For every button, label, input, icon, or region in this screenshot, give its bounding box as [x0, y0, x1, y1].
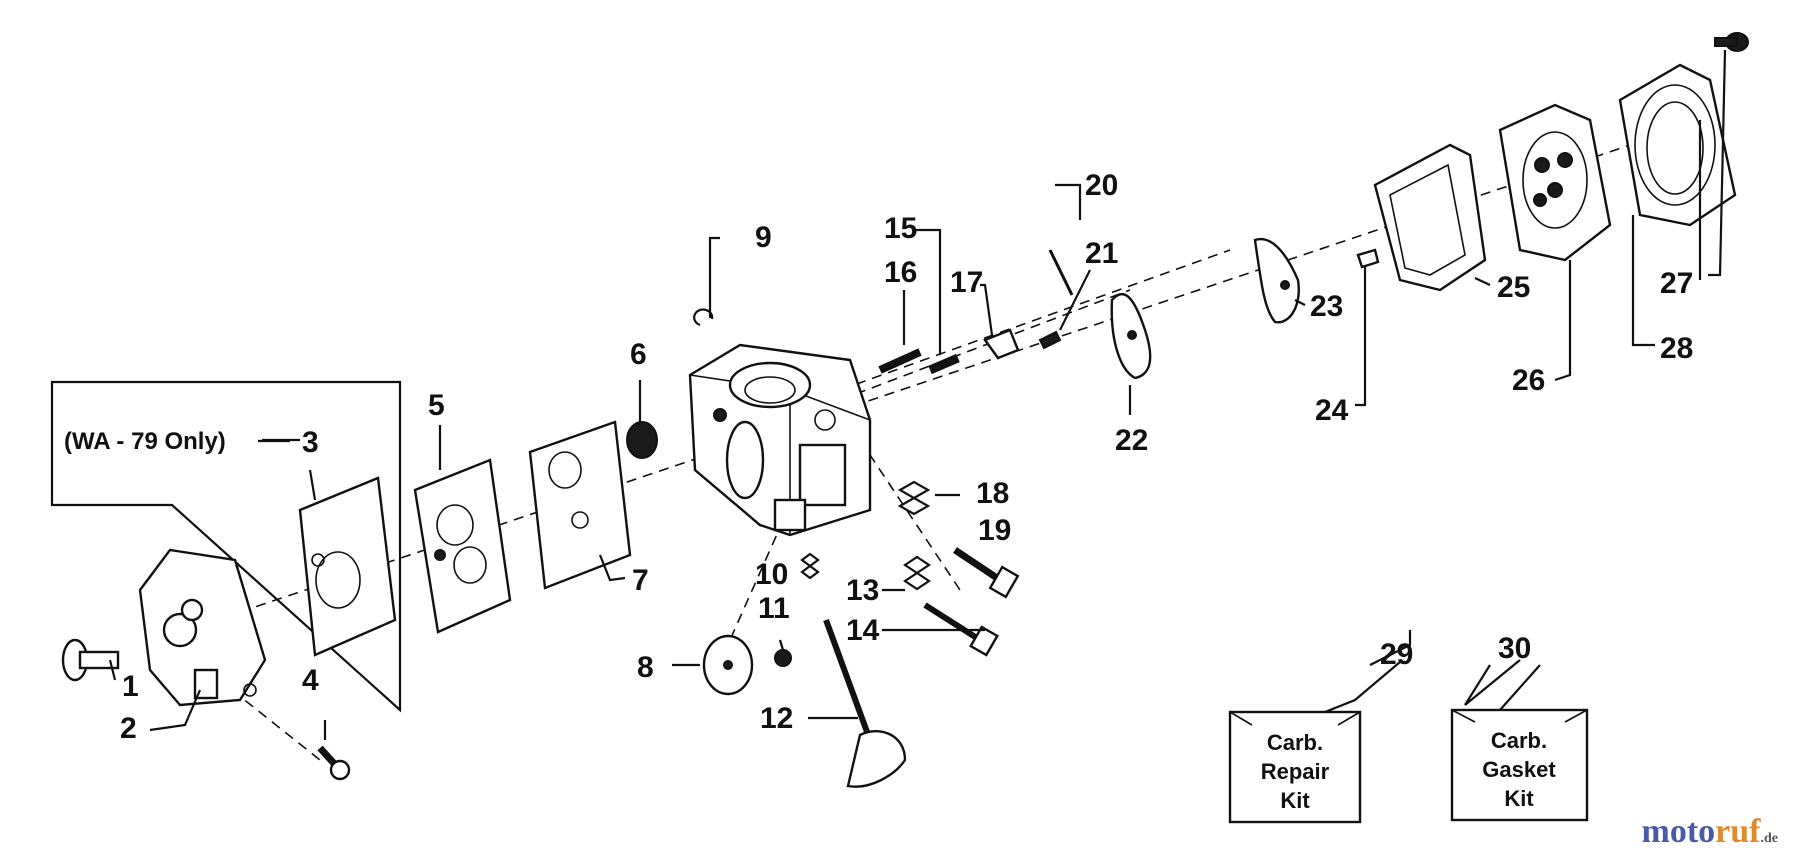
watermark-suffix: .de — [1760, 831, 1779, 846]
part-17-lever — [983, 328, 1020, 360]
callout-19: 19 — [978, 514, 1011, 547]
kit-30-line-1: Carb. — [1491, 728, 1547, 753]
part-11-nut — [774, 649, 792, 667]
callout-3: 3 — [302, 426, 319, 459]
part-8-welch-plug — [702, 634, 754, 696]
part-21-screw — [1038, 330, 1062, 350]
part-10-spring — [800, 552, 820, 580]
callout-18: 18 — [976, 477, 1009, 510]
part-5-gasket — [413, 458, 512, 634]
leader-lines — [108, 49, 1727, 740]
watermark-part-1: moto — [1641, 813, 1716, 850]
part-19-needle — [953, 547, 1020, 599]
callout-7: 7 — [632, 564, 649, 597]
callout-28: 28 — [1660, 332, 1693, 365]
kit-30-line-2: Gasket — [1482, 757, 1556, 782]
callout-20: 20 — [1085, 169, 1118, 202]
shaft-axis-2 — [839, 249, 1231, 391]
part-22-throttle-plate — [1110, 293, 1152, 380]
wa79-bracket-outline — [50, 380, 402, 713]
kit-30-leader — [1499, 664, 1541, 711]
watermark-part-2: ruf — [1715, 813, 1761, 850]
kit-29-leader — [1324, 661, 1401, 714]
part-7-metering-plate — [528, 420, 632, 590]
kit-29-box — [1228, 710, 1362, 824]
part-20-pin — [1048, 249, 1074, 296]
kit-29-line-3: Kit — [1280, 788, 1310, 813]
part-27-screw — [1714, 32, 1749, 52]
callout-8: 8 — [637, 651, 654, 684]
callout-12: 12 — [760, 702, 793, 735]
part-13-spring — [903, 555, 931, 591]
callout-4: 4 — [302, 664, 319, 697]
part-1-screw — [61, 638, 120, 682]
callout-23: 23 — [1310, 290, 1343, 323]
callout-26: 26 — [1512, 364, 1545, 397]
callout-29: 29 — [1380, 638, 1413, 671]
part-18-spring — [897, 480, 931, 516]
callout-1: 1 — [122, 670, 139, 703]
callout-25: 25 — [1497, 271, 1530, 304]
callout-2: 2 — [120, 712, 137, 745]
watermark-logo: motoruf.de — [1642, 813, 1778, 851]
kit-29-line-1: Carb. — [1267, 730, 1323, 755]
callout-14: 14 — [846, 614, 880, 647]
carburetor-body — [688, 343, 872, 537]
kit-30-line-3: Kit — [1504, 786, 1534, 811]
part-4-screw — [317, 745, 351, 781]
part-12-lever — [823, 618, 907, 788]
part-9-clip — [693, 308, 714, 327]
kit-29-line-2: Repair — [1261, 759, 1330, 784]
callout-24: 24 — [1315, 394, 1349, 427]
part-2-pump-cover — [138, 548, 267, 707]
shaft-axis — [839, 289, 1131, 401]
part-15-16-needle — [878, 348, 960, 375]
screw-axis — [231, 689, 321, 761]
part-6-filter — [626, 421, 658, 459]
callout-22: 22 — [1115, 424, 1148, 457]
callout-21: 21 — [1085, 237, 1118, 270]
kit-30-box — [1450, 708, 1589, 822]
callout-13: 13 — [846, 574, 879, 607]
callout-6: 6 — [630, 338, 647, 371]
needle-axis — [859, 439, 961, 591]
callout-17: 17 — [950, 266, 983, 299]
wa79-note: (WA - 79 Only) — [64, 428, 226, 455]
callout-16: 16 — [884, 256, 917, 289]
part-24-screw — [1356, 248, 1380, 269]
part-25-gasket — [1373, 143, 1487, 292]
callout-11: 11 — [758, 592, 790, 625]
callout-9: 9 — [755, 221, 772, 254]
callout-10: 10 — [755, 558, 788, 591]
part-14-needle — [923, 602, 999, 657]
callout-15: 15 — [884, 212, 917, 245]
callout-5: 5 — [428, 389, 445, 422]
part-23-choke-plate — [1253, 237, 1300, 324]
part-3-diaphragm — [298, 476, 397, 657]
callout-27: 27 — [1660, 267, 1693, 300]
callout-30: 30 — [1498, 632, 1531, 665]
part-26-diaphragm — [1498, 103, 1612, 262]
part-28-cover — [1618, 63, 1737, 227]
